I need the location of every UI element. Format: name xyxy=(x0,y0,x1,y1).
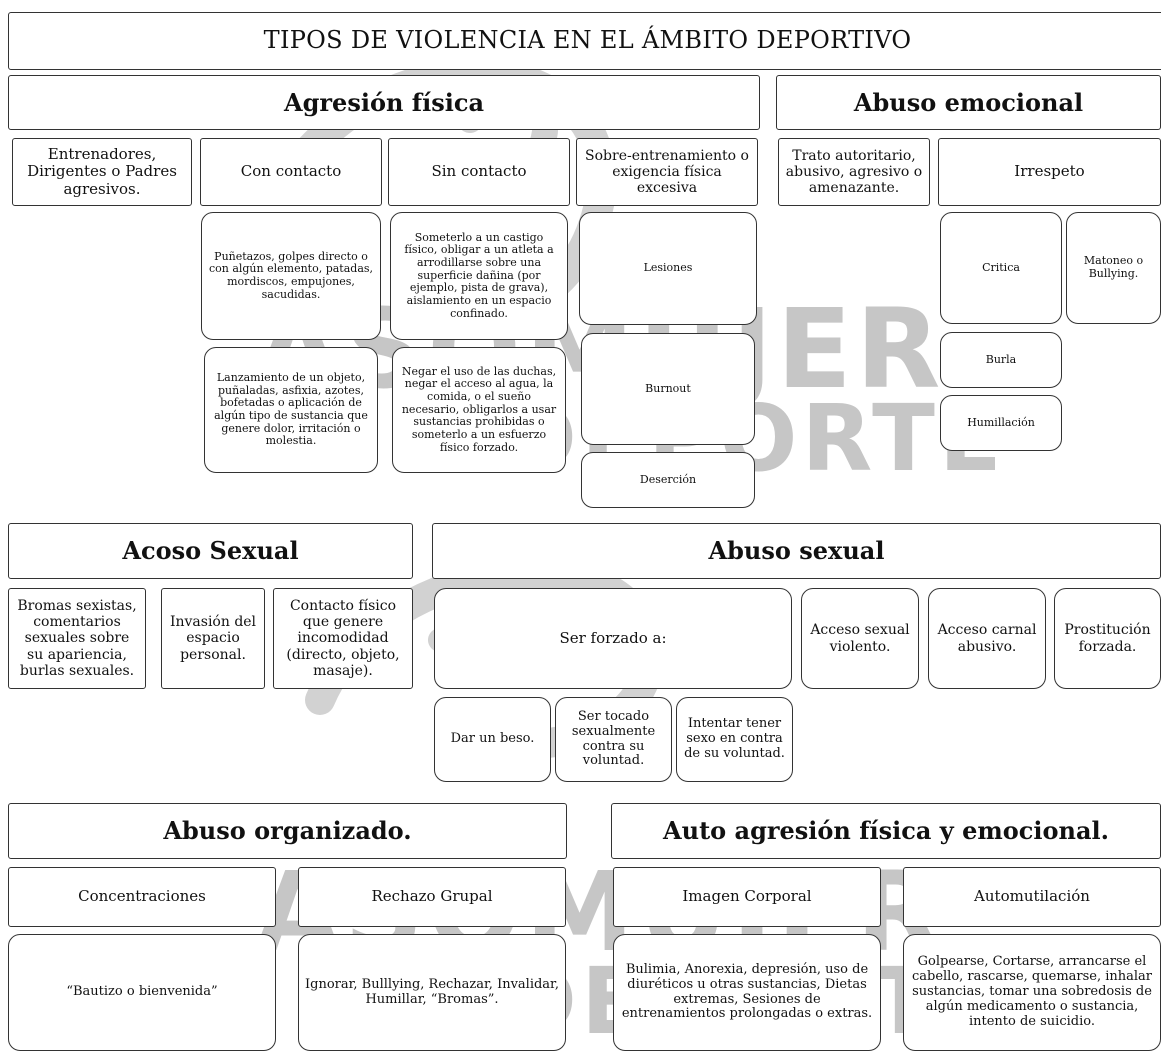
ser-tocado-box: Ser tocado sexualmente contra su volunta… xyxy=(555,697,672,782)
bromas-box: Bromas sexistas, comentarios sexuales so… xyxy=(8,588,146,689)
entrenadores-box: Entrenadores, Dirigentes o Padres agresi… xyxy=(12,138,192,206)
agresion-fisica-header: Agresión física xyxy=(8,75,760,130)
abuso-organizado-header: Abuso organizado. xyxy=(8,803,567,859)
rechazo-detalle-box: Ignorar, Bulllying, Rechazar, Invalidar,… xyxy=(298,934,566,1051)
matoneo-box: Matoneo o Bullying. xyxy=(1066,212,1161,324)
abuso-emocional-header: Abuso emocional xyxy=(776,75,1161,130)
invasion-box: Invasión del espacio personal. xyxy=(161,588,265,689)
con-contacto-detail-2: Lanzamiento de un objeto, puñaladas, asf… xyxy=(204,347,378,473)
dar-beso-box: Dar un beso. xyxy=(434,697,551,782)
forzado-box: Ser forzado a: xyxy=(434,588,792,689)
sobre-entrenamiento-box: Sobre-entrenamiento o exigencia física e… xyxy=(576,138,758,206)
imagen-detalle-box: Bulimia, Anorexia, depresión, uso de diu… xyxy=(613,934,881,1051)
abuso-sexual-header: Abuso sexual xyxy=(432,523,1161,579)
page-title: TIPOS DE VIOLENCIA EN EL ÁMBITO DEPORTIV… xyxy=(8,12,1161,70)
critica-box: Critica xyxy=(940,212,1062,324)
intentar-sexo-box: Intentar tener sexo en contra de su volu… xyxy=(676,697,793,782)
acceso-carnal-box: Acceso carnal abusivo. xyxy=(928,588,1046,689)
rechazo-grupal-box: Rechazo Grupal xyxy=(298,867,566,927)
bautizo-box: “Bautizo o bienvenida” xyxy=(8,934,276,1051)
trato-autoritario-box: Trato autoritario, abusivo, agresivo o a… xyxy=(778,138,930,206)
sin-contacto-detail-2: Negar el uso de las duchas, negar el acc… xyxy=(392,347,566,473)
irrespeto-box: Irrespeto xyxy=(938,138,1161,206)
sin-contacto-detail-1: Someterlo a un castigo físico, obligar a… xyxy=(390,212,568,340)
con-contacto-box: Con contacto xyxy=(200,138,382,206)
acceso-sexual-box: Acceso sexual violento. xyxy=(801,588,919,689)
burnout-box: Burnout xyxy=(581,333,755,445)
automutilacion-detalle-box: Golpearse, Cortarse, arrancarse el cabel… xyxy=(903,934,1161,1051)
con-contacto-detail-1: Puñetazos, golpes directo o con algún el… xyxy=(201,212,381,340)
humillacion-box: Humillación xyxy=(940,395,1062,451)
concentraciones-box: Concentraciones xyxy=(8,867,276,927)
contacto-fisico-box: Contacto físico que genere incomodidad (… xyxy=(273,588,413,689)
sin-contacto-box: Sin contacto xyxy=(388,138,570,206)
lesiones-box: Lesiones xyxy=(579,212,757,325)
auto-agresion-header: Auto agresión física y emocional. xyxy=(611,803,1161,859)
imagen-corporal-box: Imagen Corporal xyxy=(613,867,881,927)
burla-box: Burla xyxy=(940,332,1062,388)
prostitucion-box: Prostitución forzada. xyxy=(1054,588,1161,689)
desercion-box: Deserción xyxy=(581,452,755,508)
acoso-sexual-header: Acoso Sexual xyxy=(8,523,413,579)
automutilacion-box: Automutilación xyxy=(903,867,1161,927)
